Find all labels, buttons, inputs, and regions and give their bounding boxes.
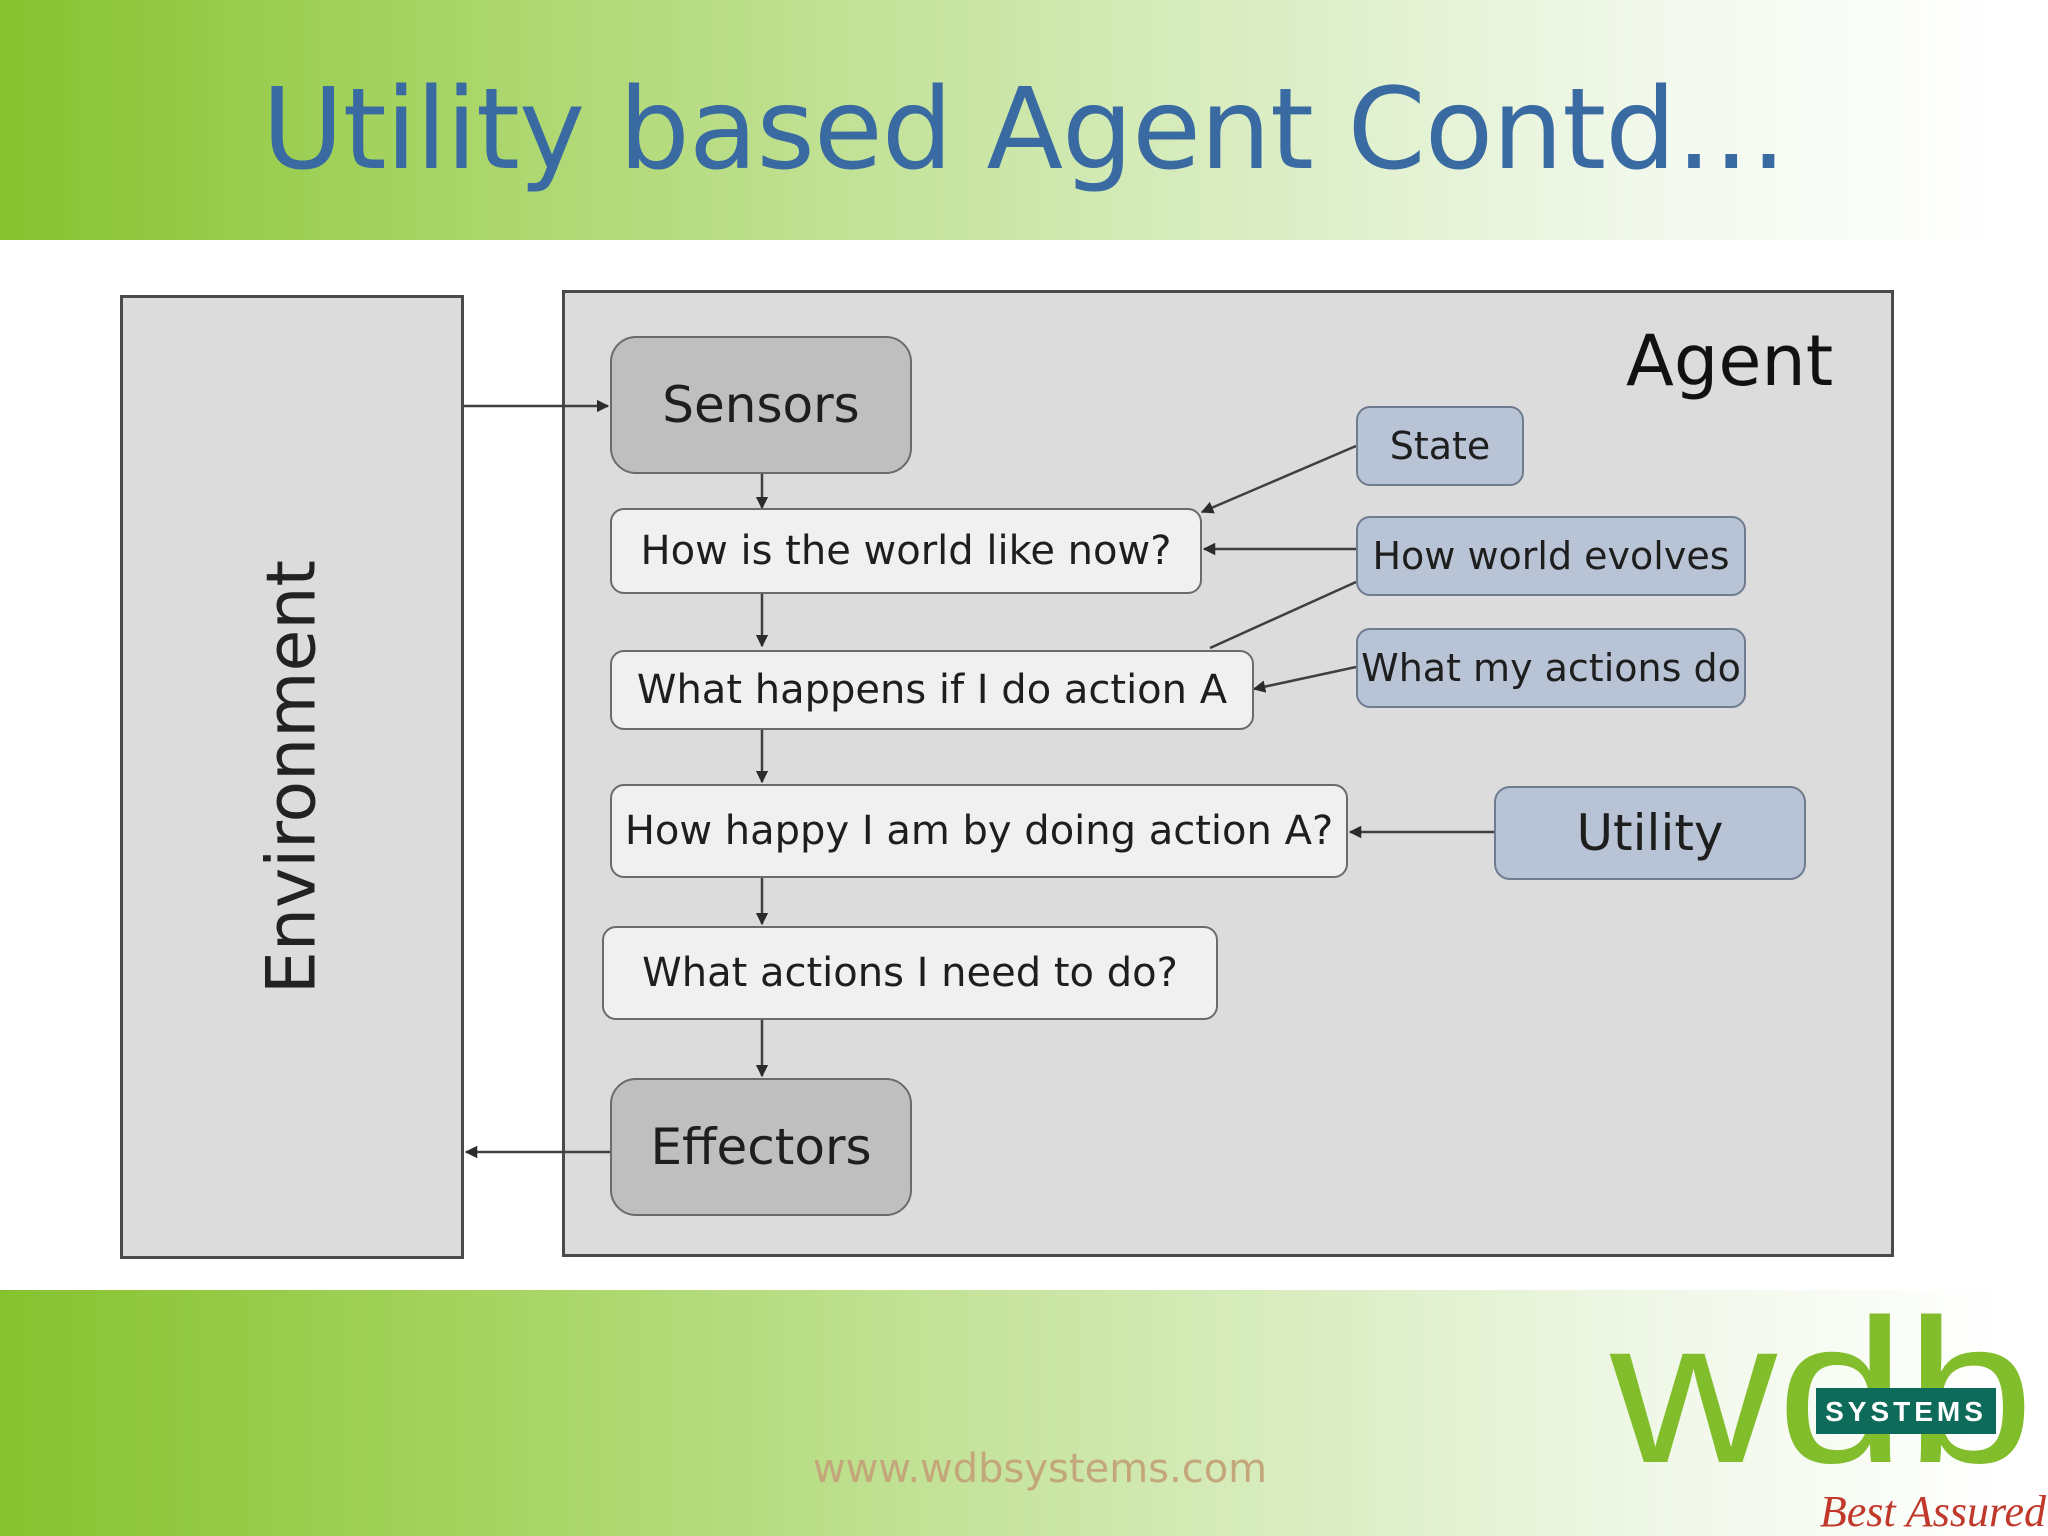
arrow-state-to-world [1200,444,1357,514]
effectors-box: Effectors [610,1078,912,1216]
world-evolves-box: How world evolves [1356,516,1746,596]
logo-badge [1816,1388,1996,1434]
logo-badge-text: SYSTEMS [1825,1396,1987,1427]
world-now-box: How is the world like now? [610,508,1202,594]
how-happy-box: How happy I am by doing action A? [610,784,1348,878]
line-evolves-to-happens [1209,580,1357,650]
utility-box: Utility [1494,786,1806,880]
state-box: State [1356,406,1524,486]
footer-url[interactable]: www.wdbsystems.com [812,1446,1268,1492]
wdb-systems-logo: wdb SYSTEMS Best Assured [1609,1290,2047,1536]
my-actions-box: What my actions do [1356,628,1746,708]
what-actions-box: What actions I need to do? [602,926,1218,1020]
arrow-myactions-to-happens [1252,665,1357,693]
agent-label: Agent [1626,320,1834,402]
header-band [0,0,2048,240]
logo-tagline: Best Assured [1820,1487,2047,1536]
what-happens-box: What happens if I do action A [610,650,1254,730]
environment-box [120,295,464,1259]
sensors-box: Sensors [610,336,912,474]
slide-title: Utility based Agent Contd… [261,65,1788,195]
footer-band [0,1290,2048,1536]
